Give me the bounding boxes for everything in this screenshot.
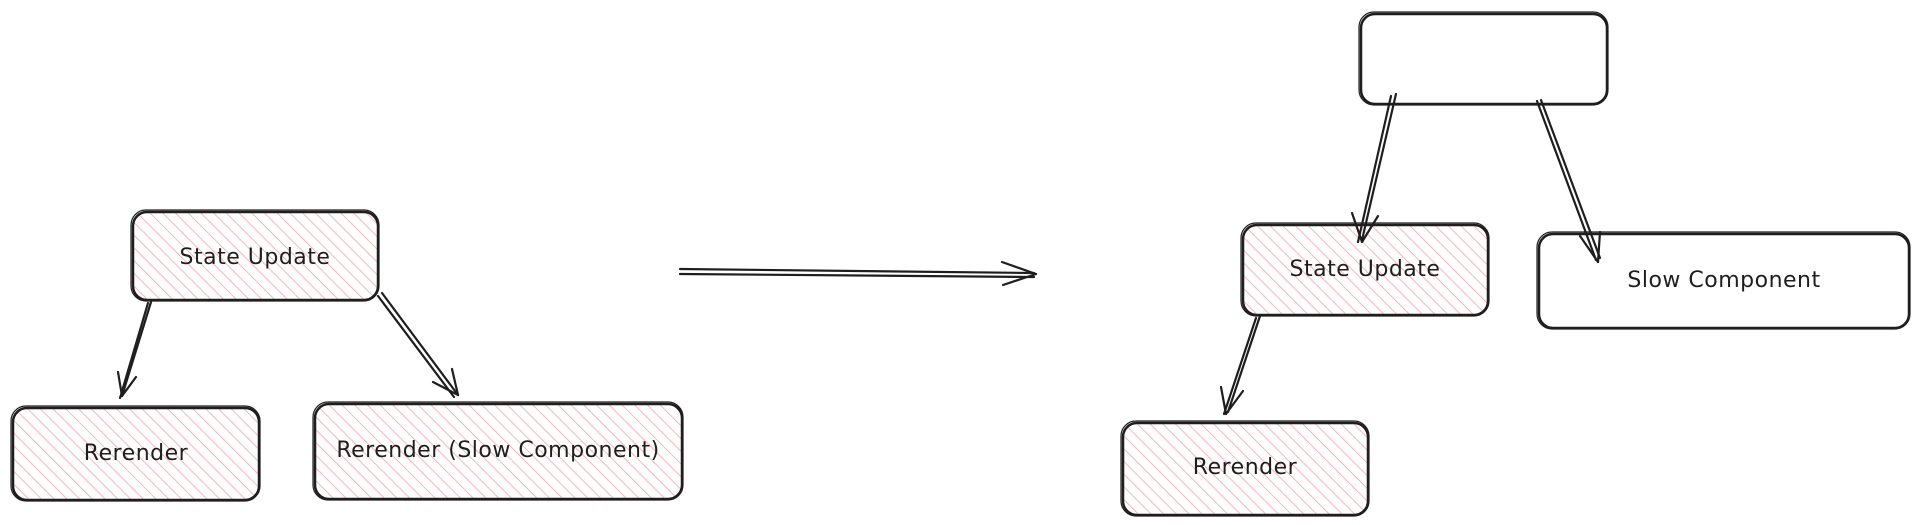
left-state-update-node: State Update <box>130 209 380 302</box>
right-arrow-to-slow-component <box>1535 98 1602 264</box>
left-rerender-slow-label: Rerender (Slow Component) <box>336 438 659 463</box>
right-rerender-node: Rerender <box>1120 420 1370 517</box>
left-arrow-to-rerender <box>116 300 153 400</box>
right-parent-node <box>1358 11 1609 106</box>
right-slow-component-label: Slow Component <box>1627 268 1820 293</box>
right-rerender-label: Rerender <box>1193 455 1298 480</box>
transition-arrow <box>678 260 1038 287</box>
right-state-update-node: State Update <box>1240 222 1490 317</box>
right-arrow-to-rerender <box>1219 314 1262 416</box>
left-rerender-slow-node: Rerender (Slow Component) <box>312 401 684 501</box>
right-slow-component-node: Slow Component <box>1536 231 1911 330</box>
right-arrow-to-state-update <box>1350 92 1398 244</box>
left-state-update-label: State Update <box>180 245 331 270</box>
right-state-update-label: State Update <box>1290 257 1441 282</box>
left-rerender-label: Rerender <box>84 441 189 466</box>
left-rerender-node: Rerender <box>10 405 261 502</box>
left-arrow-to-rerender-slow <box>376 291 460 399</box>
